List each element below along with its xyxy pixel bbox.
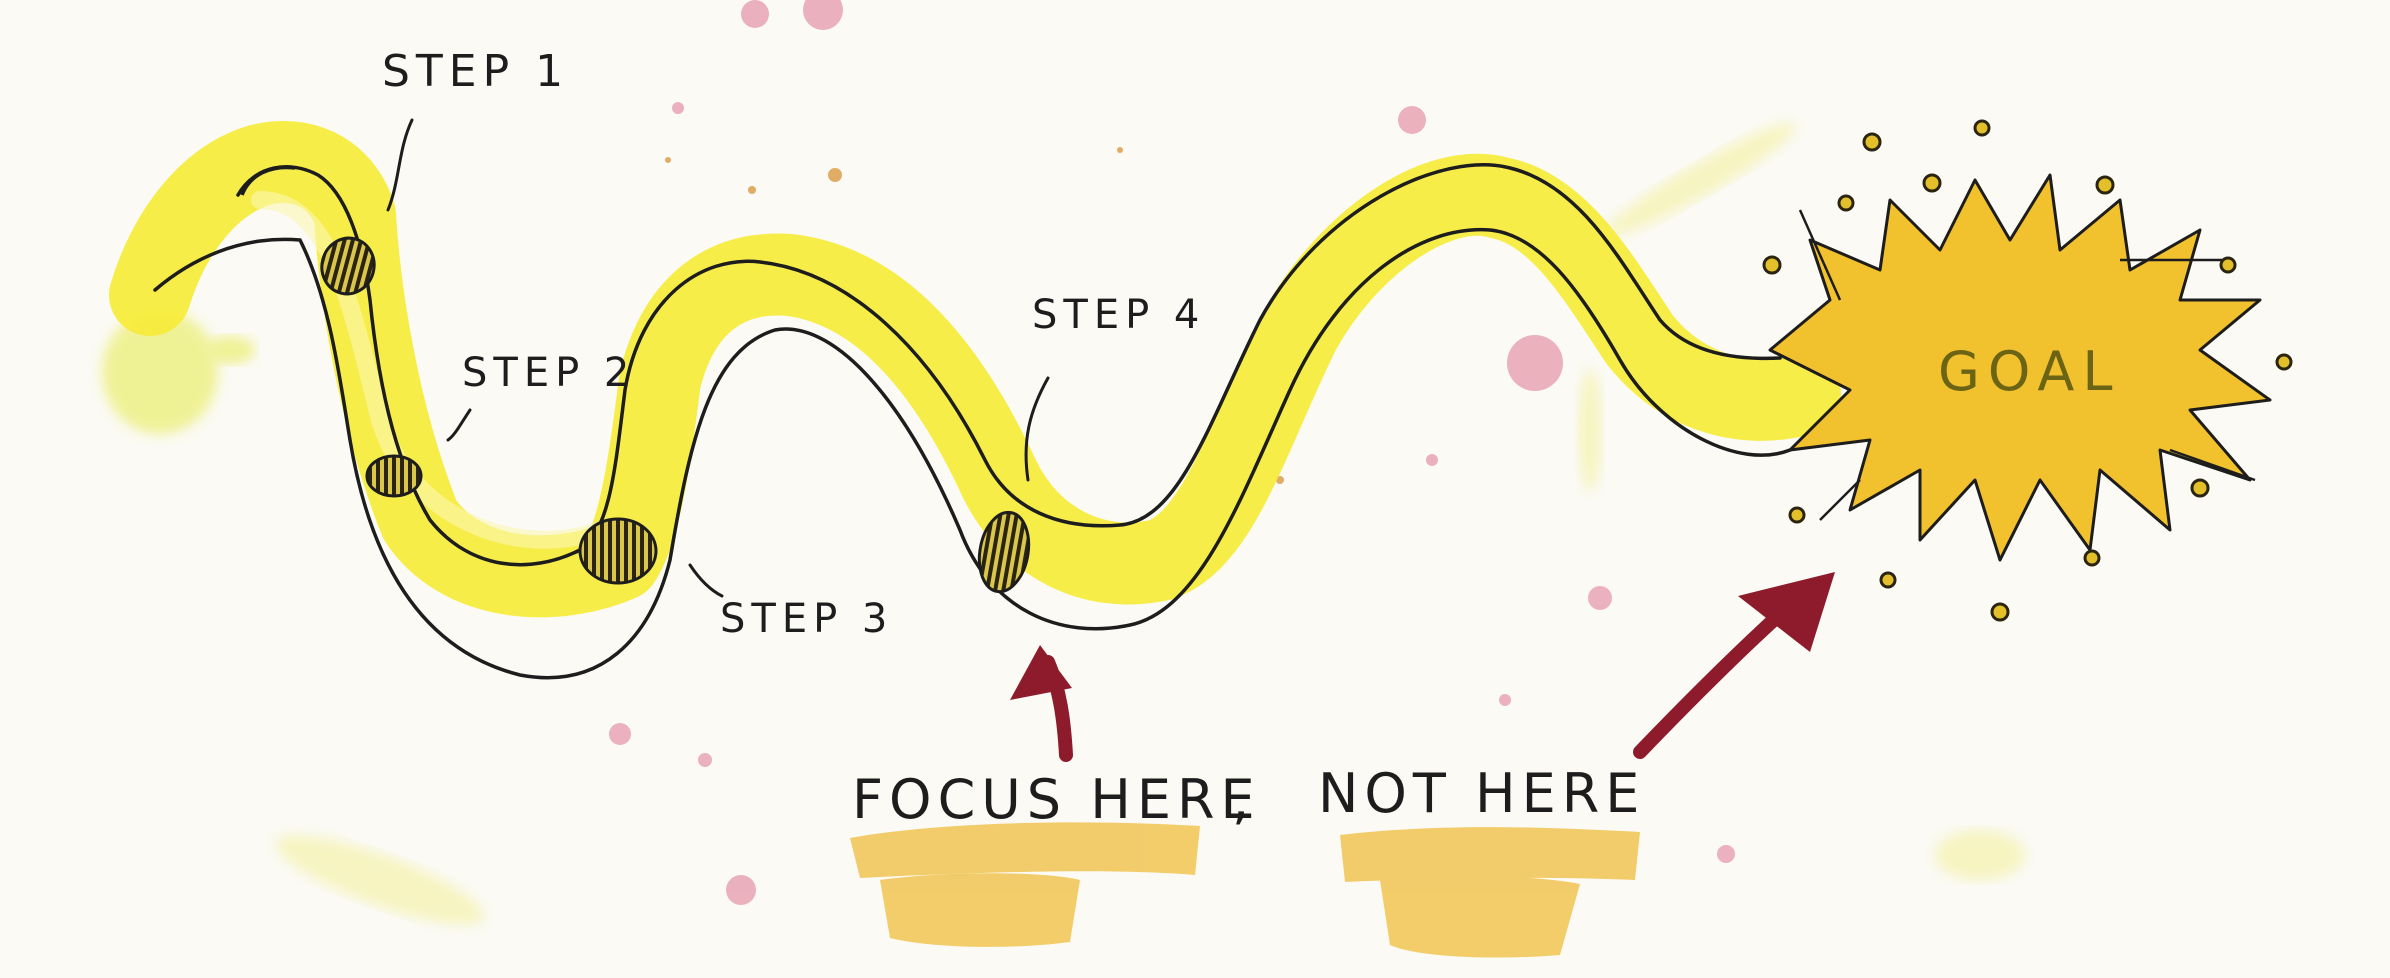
goal-arrow bbox=[1633, 572, 1835, 759]
pink-splatter-dots bbox=[609, 0, 1735, 905]
step-4-marker bbox=[977, 510, 1031, 594]
step-markers bbox=[320, 236, 1031, 594]
not-here-label: NOT HERE bbox=[1318, 762, 1645, 825]
path-outline-bottom bbox=[153, 227, 1792, 680]
focus-here-label: FOCUS HERE bbox=[852, 768, 1261, 831]
bottom-captions: FOCUS HERE , NOT HERE bbox=[850, 762, 1645, 958]
arrows bbox=[1010, 572, 1835, 762]
path-highlight bbox=[251, 191, 609, 549]
step-2-leader bbox=[446, 408, 472, 442]
step-4-leader bbox=[1024, 376, 1050, 482]
goal-label: GOAL bbox=[1938, 340, 2120, 403]
focus-arrow-head bbox=[1010, 645, 1072, 700]
step-3-marker bbox=[578, 517, 658, 585]
step-4-label: STEP 4 bbox=[1032, 292, 1205, 338]
step-labels: STEP 1 STEP 2 STEP 3 STEP 4 bbox=[382, 46, 1205, 642]
background-splatters bbox=[102, 0, 2025, 925]
not-here-brush bbox=[1340, 827, 1640, 958]
step-1-leader bbox=[386, 118, 414, 212]
path-outline-top bbox=[236, 163, 1782, 567]
step-1-label: STEP 1 bbox=[382, 46, 569, 97]
focus-arrow bbox=[1010, 645, 1073, 762]
step-2-label: STEP 2 bbox=[462, 350, 635, 396]
goal-dots bbox=[1762, 119, 2293, 622]
step-1-marker bbox=[320, 236, 376, 296]
goal-spikes bbox=[1798, 209, 2256, 521]
step-3-label: STEP 3 bbox=[720, 596, 893, 642]
yellow-wash-streaks bbox=[276, 123, 2025, 925]
goal-burst: GOAL bbox=[1762, 119, 2293, 622]
focus-here-brush bbox=[850, 822, 1200, 947]
step-3-leader bbox=[688, 563, 724, 598]
comma-label: , bbox=[1232, 768, 1255, 831]
goal-arrow-head bbox=[1738, 572, 1835, 652]
goal-star-shape bbox=[1768, 173, 2272, 562]
leader-lines bbox=[386, 118, 1050, 598]
yellow-wash-left bbox=[102, 310, 255, 434]
step-2-marker bbox=[365, 454, 423, 498]
winding-path bbox=[109, 121, 1841, 680]
path-tail-outline bbox=[240, 165, 296, 196]
orange-splatter-dots bbox=[665, 147, 1284, 484]
